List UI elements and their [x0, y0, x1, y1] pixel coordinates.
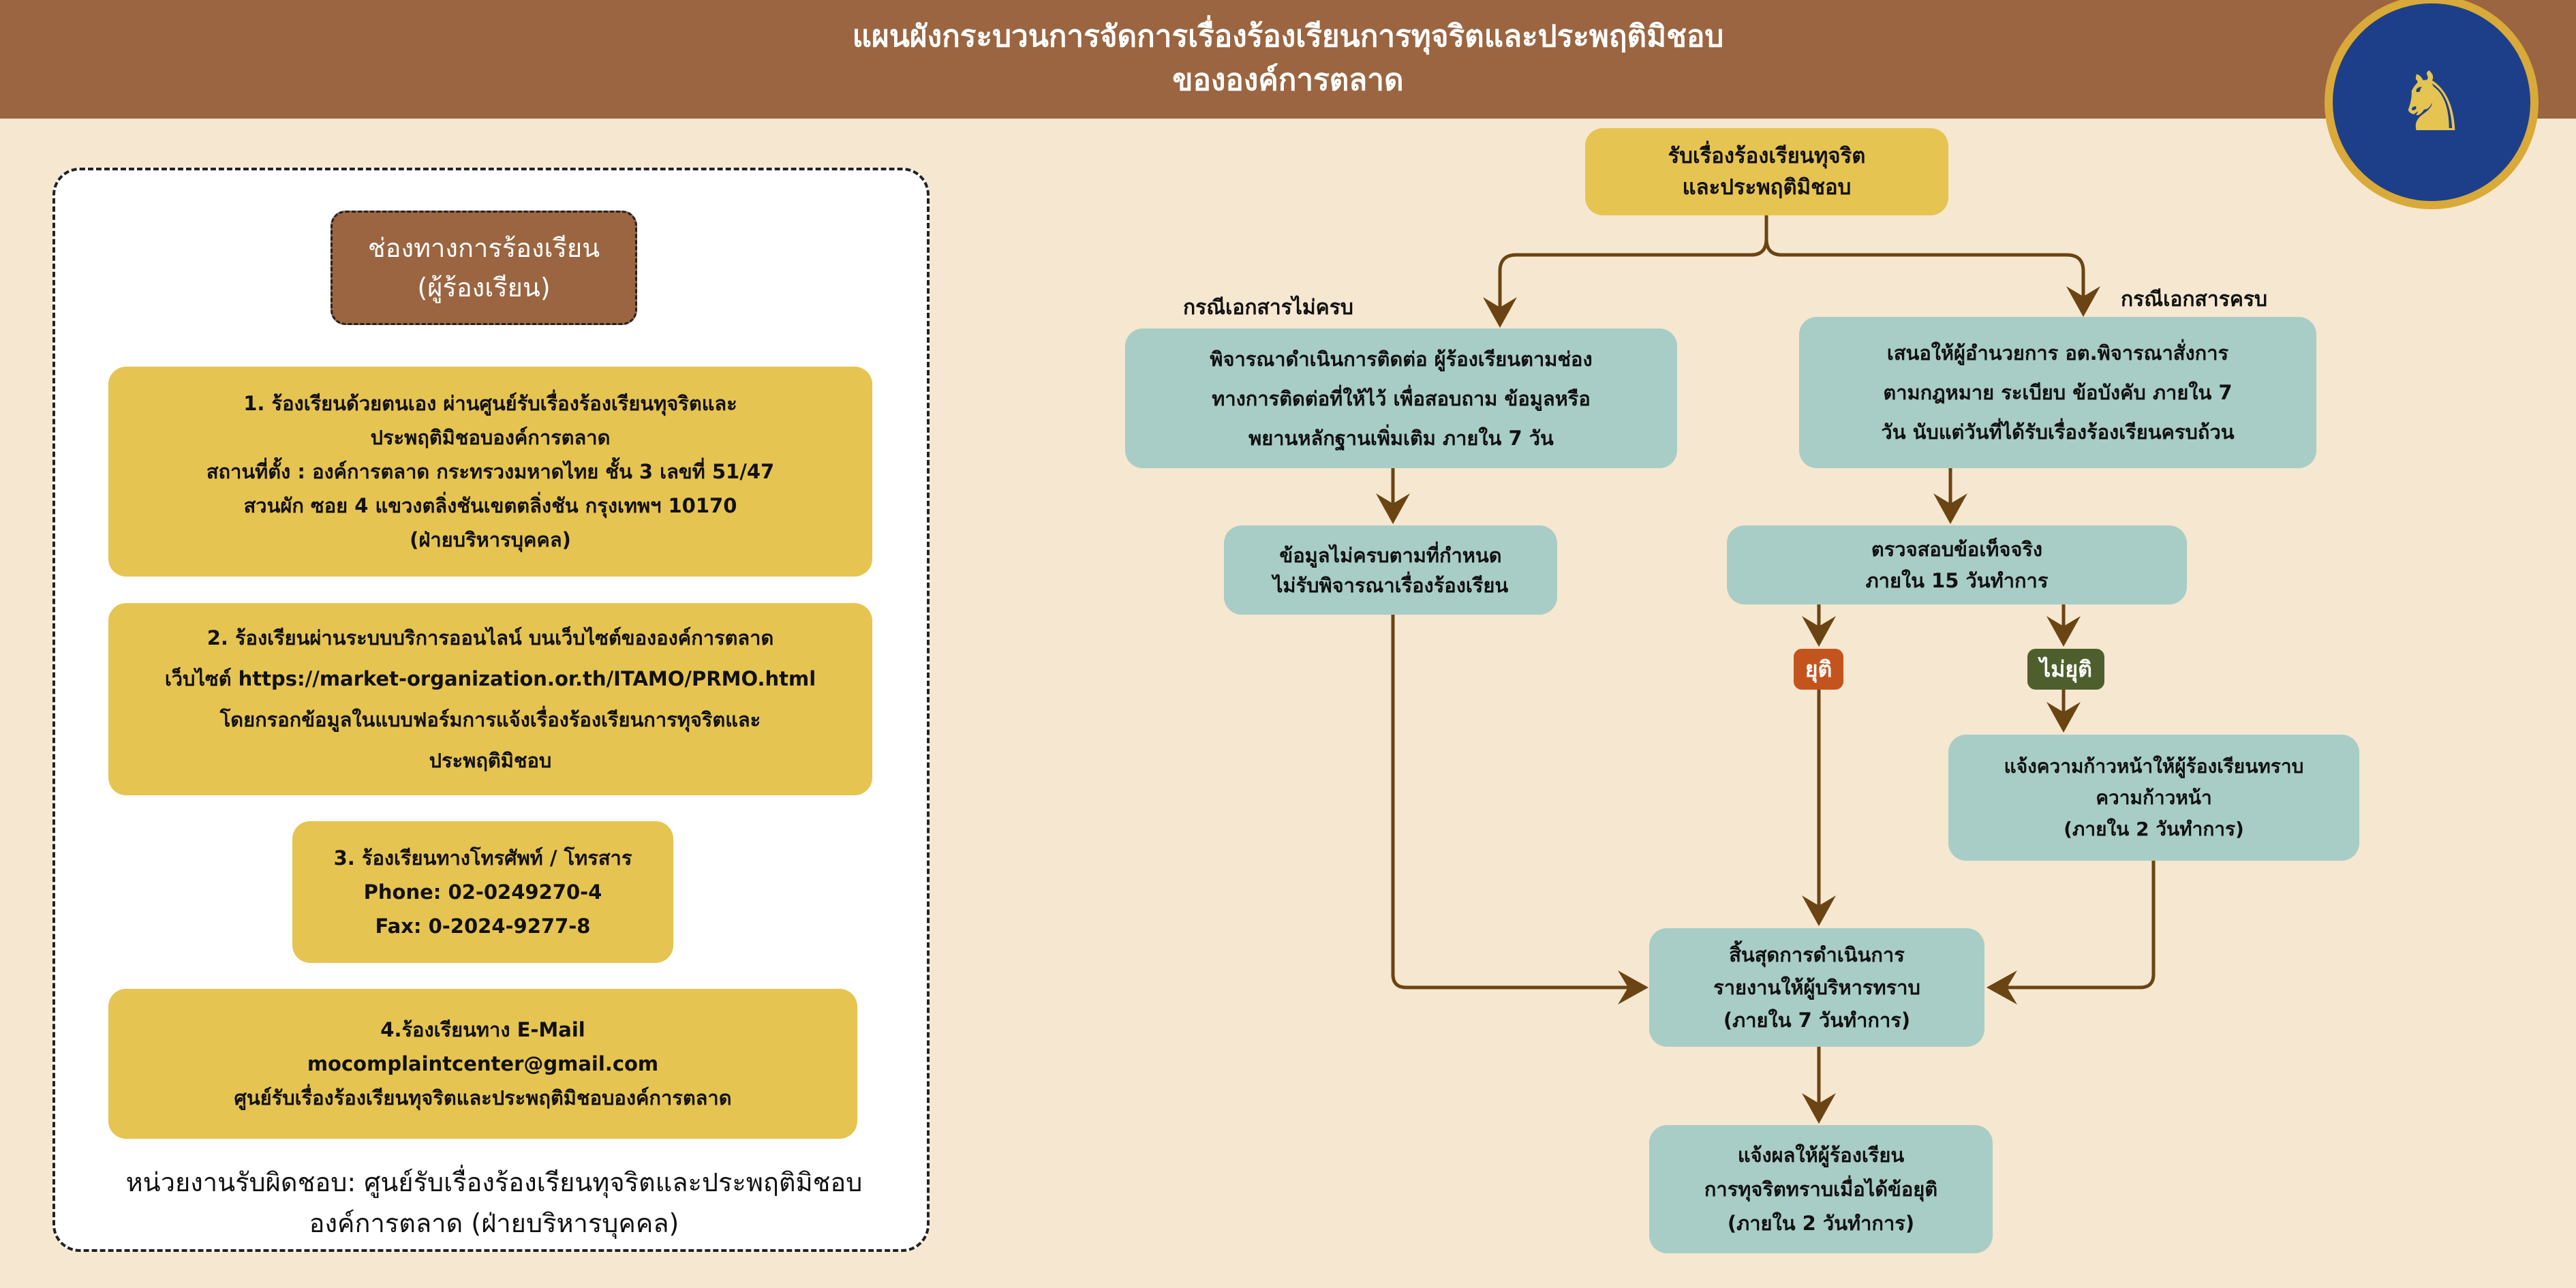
text-line: 1. ร้องเรียนด้วยตนเอง ผ่านศูนย์รับเรื่อง…: [243, 392, 737, 415]
phone-number: Phone: 02-0249270-4: [363, 880, 602, 904]
text-line: (ฝ่ายบริหารบุคคล): [410, 528, 571, 551]
text-line: ศูนย์รับเรื่องร้องเรียนทุจริตและประพฤติม…: [234, 1086, 732, 1109]
connector-branch: [1764, 238, 2100, 317]
text-line: การทุจริตทราบเมื่อได้ข้อยุติ: [1704, 1178, 1938, 1201]
text-line: แจ้งผลให้ผู้ร้องเรียน: [1737, 1144, 1905, 1167]
step-notify-result: แจ้งผลให้ผู้ร้องเรียน การทุจริตทราบเมื่อ…: [1649, 1125, 1993, 1253]
page-title-line1: แผนผังกระบวนการจัดการเรื่องร้องเรียนการท…: [852, 19, 1724, 54]
text-line: รายงานให้ผู้บริหารทราบ: [1713, 976, 1920, 999]
connector-arrow: [1987, 861, 2156, 1005]
step-progress-notice: แจ้งความก้าวหน้าให้ผู้ร้องเรียนทราบ ความ…: [1948, 735, 2359, 861]
step-contact-complainant: พิจารณาดำเนินการติดต่อ ผู้ร้องเรียนตามช่…: [1125, 328, 1677, 468]
text-line: รับเรื่องร้องเรียนทุจริต: [1668, 144, 1866, 168]
channels-title: ช่องทางการร้องเรียน (ผู้ร้องเรียน): [331, 211, 637, 325]
text-line: ตามกฎหมาย ระเบียบ ข้อบังคับ ภายใน 7: [1883, 381, 2233, 404]
header-banner: แผนผังกระบวนการจัดการเรื่องร้องเรียนการท…: [0, 0, 2576, 119]
text-line: ความก้าวหน้า: [2096, 786, 2212, 809]
text-line: (ภายใน 2 วันทำการ): [2064, 817, 2244, 840]
label-complete-docs: กรณีเอกสารครบ: [2121, 288, 2268, 311]
step-verify-facts: ตรวจสอบข้อเท็จจริง ภายใน 15 วันทำการ: [1727, 525, 2187, 604]
fax-number: Fax: 0-2024-9277-8: [375, 915, 591, 938]
text-line: 4.ร้องเรียนทาง E-Mail: [380, 1018, 585, 1041]
text-line: 2. ร้องเรียนผ่านระบบบริการออนไลน์ บนเว็บ…: [206, 626, 774, 649]
text-line: ภายใน 15 วันทำการ: [1865, 569, 2049, 592]
label-incomplete-docs: กรณีเอกสารไม่ครบ: [1183, 296, 1353, 320]
page-title-line2: ขององค์การตลาด: [1172, 63, 1404, 97]
logo-emblem-icon: ♞: [2395, 55, 2468, 150]
text-line: วัน นับแต่วันที่ได้รับเรื่องร้องเรียนครบ…: [1881, 420, 2235, 444]
text-line: แจ้งความก้าวหน้าให้ผู้ร้องเรียนทราบ: [2004, 754, 2304, 778]
responsible-unit: หน่วยงานรับผิดชอบ: ศูนย์รับเรื่องร้องเรี…: [68, 1162, 920, 1244]
text-line: ตรวจสอบข้อเท็จจริง: [1871, 538, 2043, 561]
channel-online: 2. ร้องเรียนผ่านระบบบริการออนไลน์ บนเว็บ…: [108, 603, 872, 795]
flow-start: รับเรื่องร้องเรียนทุจริต และประพฤติมิชอบ: [1585, 128, 1948, 215]
website-line: เว็บไซต์ https://market-organization.or.…: [165, 658, 816, 699]
text-line: โดยกรอกข้อมูลในแบบฟอร์มการแจ้งเรื่องร้อง…: [219, 708, 761, 731]
text-line: ไม่รับพิจารณาเรื่องร้องเรียน: [1272, 573, 1509, 597]
text-line: ทางการติดต่อที่ให้ไว้ เพื่อสอบถาม ข้อมูล…: [1212, 386, 1591, 410]
text-line: และประพฤติมิชอบ: [1682, 175, 1852, 200]
text-line: สถานที่ตั้ง : องค์การตลาด กระทรวงมหาดไทย…: [206, 460, 775, 483]
text-line: 3. ร้องเรียนทางโทรศัพท์ / โทรสาร: [333, 846, 632, 870]
text-line: สิ้นสุดการดำเนินการ: [1729, 943, 1905, 966]
website-link[interactable]: https://market-organization.or.th/ITAMO/…: [238, 667, 816, 690]
website-label: เว็บไซต์: [164, 667, 239, 690]
connector-arrow: [1391, 615, 1649, 1005]
badge-unresolved: ไม่ยุติ: [2027, 649, 2104, 690]
email-address: mocomplaintcenter@gmail.com: [307, 1052, 659, 1075]
channel-phone-fax: 3. ร้องเรียนทางโทรศัพท์ / โทรสาร Phone: …: [292, 821, 673, 963]
text-line: ข้อมูลไม่ครบตามที่กำหนด: [1279, 543, 1502, 567]
connector-branch: [1483, 215, 1768, 328]
badge-resolved: ยุติ: [1794, 649, 1843, 690]
text-line: (ภายใน 2 วันทำการ): [1727, 1212, 1915, 1235]
text-line: สวนผัก ซอย 4 แขวงตลิ่งชันเขตตลิ่งชัน กรุ…: [243, 494, 737, 517]
text-line: ประพฤติมิชอบ: [429, 749, 552, 772]
text-line: (ภายใน 7 วันทำการ): [1723, 1009, 1911, 1032]
text-line: พิจารณาดำเนินการติดต่อ ผู้ร้องเรียนตามช่…: [1210, 347, 1593, 371]
channel-in-person: 1. ร้องเรียนด้วยตนเอง ผ่านศูนย์รับเรื่อง…: [108, 367, 872, 577]
text-line: ประพฤติมิชอบองค์การตลาด: [370, 426, 611, 449]
step-propose-director: เสนอให้ผู้อำนวยการ อต.พิจารณาสั่งการ ตาม…: [1799, 317, 2316, 468]
channels-title-line1: ช่องทางการร้องเรียน: [367, 233, 600, 263]
text-line: พยานหลักฐานเพิ่มเติม ภายใน 7 วัน: [1248, 426, 1554, 450]
channel-email: 4.ร้องเรียนทาง E-Mail mocomplaintcenter@…: [108, 989, 857, 1139]
responsible-unit-line2: องค์การตลาด (ฝ่ายบริหารบุคคล): [309, 1208, 679, 1238]
responsible-unit-line1: หน่วยงานรับผิดชอบ: ศูนย์รับเรื่องร้องเรี…: [125, 1167, 863, 1197]
step-finish-report: สิ้นสุดการดำเนินการ รายงานให้ผู้บริหารทร…: [1649, 928, 1984, 1047]
channels-title-line2: (ผู้ร้องเรียน): [417, 273, 551, 303]
text-line: เสนอให้ผู้อำนวยการ อต.พิจารณาสั่งการ: [1886, 341, 2229, 365]
step-reject: ข้อมูลไม่ครบตามที่กำหนด ไม่รับพิจารณาเรื…: [1224, 525, 1557, 615]
